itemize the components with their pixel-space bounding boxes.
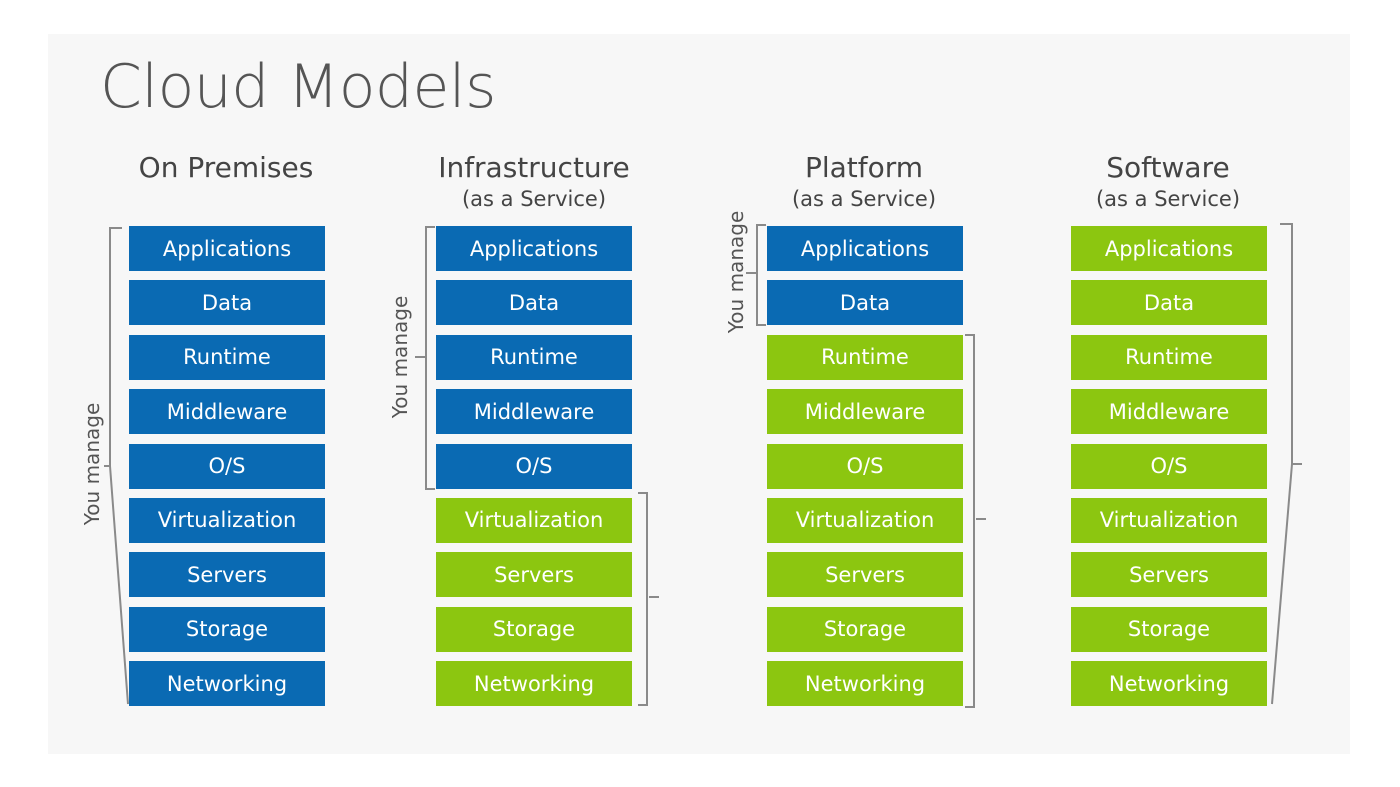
layer-storage-block: Storage [1071,606,1267,652]
layer-runtime-block: Runtime [767,334,963,380]
layer-data-block: Data [129,280,325,326]
layer-middleware-block: Middleware [436,389,632,435]
layer-o-s-block: O/S [1071,443,1267,489]
layer-middleware-block: Middleware [767,389,963,435]
layer-middleware-block: Middleware [129,389,325,435]
layer-runtime-block: Runtime [1071,334,1267,380]
bracket-paas-you-manage [756,224,766,326]
layer-networking-block: Networking [436,661,632,707]
layer-data-block: Data [1071,280,1267,326]
column-title: Infrastructure [438,151,630,184]
layer-applications-block: Applications [129,226,325,271]
column-title: Platform [804,151,924,184]
layer-storage-block: Storage [767,606,963,652]
layer-middleware-block: Middleware [1071,389,1267,435]
layer-o-s-block: O/S [767,443,963,489]
layer-servers-block: Servers [767,552,963,598]
layer-virtualization-block: Virtualization [1071,497,1267,543]
layer-virtualization-block: Virtualization [767,497,963,543]
layer-networking-block: Networking [767,661,963,707]
layer-data-block: Data [767,280,963,326]
column-subtitle: (as a Service) [461,187,607,211]
column-heading-saas: Software (as a Service) [1060,150,1276,212]
bracket-iaas-vendor [638,492,648,706]
column-title: Software [1106,151,1230,184]
column-heading-iaas: Infrastructure (as a Service) [426,150,642,212]
layer-applications-block: Applications [436,226,632,271]
layer-servers-block: Servers [129,552,325,598]
layer-o-s-block: O/S [436,443,632,489]
layer-storage-block: Storage [129,606,325,652]
layer-runtime-block: Runtime [129,334,325,380]
layer-runtime-block: Runtime [436,334,632,380]
layer-o-s-block: O/S [129,443,325,489]
layer-data-block: Data [436,280,632,326]
column-subtitle: (as a Service) [1095,187,1241,211]
layer-virtualization-block: Virtualization [129,497,325,543]
column-heading-on-premises: On Premises [120,150,332,186]
bracket-paas-vendor [965,334,975,708]
layer-networking-block: Networking [1071,661,1267,707]
page-title: Cloud Models [100,52,496,122]
layer-virtualization-block: Virtualization [436,497,632,543]
layer-applications-block: Applications [767,226,963,271]
bracket-iaas-you-manage [425,226,435,490]
layer-applications-block: Applications [1071,226,1267,271]
layer-servers-block: Servers [1071,552,1267,598]
bracket-tick [746,272,756,274]
bracket-tick [976,518,986,520]
column-heading-paas: Platform (as a Service) [756,150,972,212]
column-title: On Premises [138,151,314,184]
layer-storage-block: Storage [436,606,632,652]
layer-networking-block: Networking [129,661,325,707]
column-subtitle: (as a Service) [791,187,937,211]
bracket-tick [415,356,425,358]
layer-servers-block: Servers [436,552,632,598]
bracket-tick [649,596,659,598]
